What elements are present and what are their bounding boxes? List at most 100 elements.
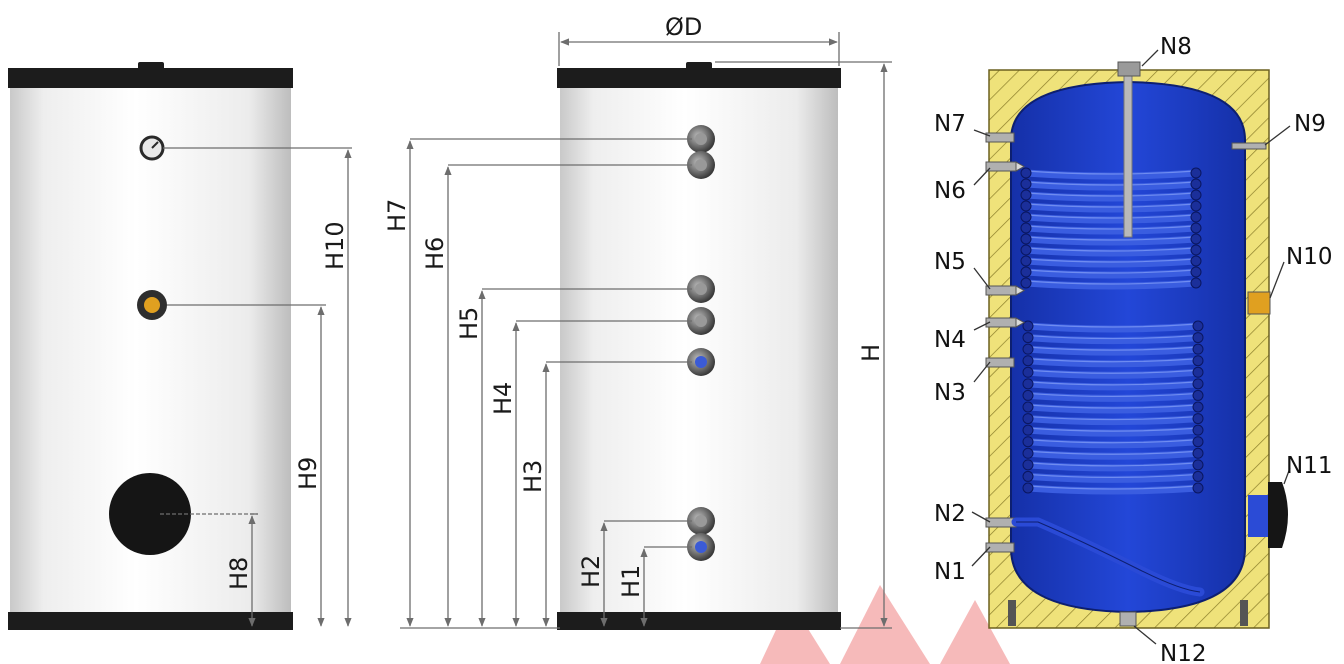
nozzle-label-n5: N5 — [934, 249, 966, 275]
dim-h5: H5 — [455, 307, 483, 340]
front-top-cap — [686, 62, 712, 70]
coil-turn — [1025, 279, 1197, 290]
coil-turn — [1025, 213, 1197, 224]
nozzle-label-n11: N11 — [1286, 453, 1332, 479]
coil-turn — [1027, 391, 1199, 402]
coil-end — [1020, 233, 1032, 245]
coil-end — [1022, 413, 1034, 425]
coil-turn — [1025, 224, 1197, 235]
coil-end — [1192, 436, 1204, 448]
upper-coil — [1020, 167, 1202, 290]
coil-turn — [1027, 438, 1199, 449]
coil-end — [1022, 332, 1034, 344]
coil-end — [1190, 189, 1202, 201]
nozzle-label-n4: N4 — [934, 327, 966, 353]
anode-rod — [1123, 71, 1133, 238]
front-view: H7 H6 H5 H4 H3 H2 H1 H ØD — [383, 13, 892, 630]
coil-end — [1190, 167, 1202, 179]
side-bottom-band — [8, 612, 293, 630]
coil-end — [1192, 470, 1204, 482]
coil-turn — [1025, 235, 1197, 246]
dim-diameter: ØD — [665, 13, 702, 41]
coil-end — [1022, 366, 1034, 378]
coil-end — [1022, 424, 1034, 436]
nozzle-label-n9: N9 — [1294, 111, 1326, 137]
nozzle-label-n7: N7 — [934, 111, 966, 137]
coil-turn — [1027, 357, 1199, 368]
coil-turn — [1027, 426, 1199, 437]
coil-turn — [1027, 345, 1199, 356]
flange-icon — [1268, 482, 1288, 548]
coil-end — [1022, 482, 1034, 494]
coil-end — [1190, 255, 1202, 267]
section-view: N7 N6 N5 N4 N3 N2 N1 N8 N9 N10 N11 N12 — [934, 34, 1332, 664]
coil-end — [1192, 343, 1204, 355]
nozzle-label-n10: N10 — [1286, 244, 1332, 270]
coil-end — [1190, 277, 1202, 289]
coil-turn — [1025, 191, 1197, 202]
coil-end — [1022, 436, 1034, 448]
side-top-cap — [138, 62, 164, 70]
side-flange-icon — [109, 473, 191, 555]
coil-turn — [1027, 484, 1199, 495]
coil-end — [1020, 277, 1032, 289]
coil-end — [1192, 401, 1204, 413]
nozzle-label-n8: N8 — [1160, 34, 1192, 60]
coil-end — [1190, 211, 1202, 223]
coil-end — [1192, 389, 1204, 401]
coil-end — [1020, 178, 1032, 190]
side-top-band — [8, 68, 293, 88]
dim-h10: H10 — [321, 221, 349, 270]
coil-end — [1020, 244, 1032, 256]
coil-end — [1022, 355, 1034, 367]
coil-end — [1020, 222, 1032, 234]
coil-end — [1020, 255, 1032, 267]
coil-turn — [1027, 380, 1199, 391]
dim-h1: H1 — [617, 565, 645, 598]
coil-end — [1190, 266, 1202, 278]
coil-end — [1192, 320, 1204, 332]
coil-end — [1192, 413, 1204, 425]
coil-end — [1190, 200, 1202, 212]
coil-end — [1190, 178, 1202, 190]
coil-turn — [1025, 246, 1197, 257]
front-top-band — [557, 68, 841, 88]
nozzle-label-n2: N2 — [934, 501, 966, 527]
coil-end — [1022, 320, 1034, 332]
coil-end — [1020, 167, 1032, 179]
connection-stubs — [985, 132, 1271, 627]
coil-end — [1190, 222, 1202, 234]
side-view: H10 H9 H8 — [8, 62, 352, 630]
coil-end — [1022, 459, 1034, 471]
coil-end — [1022, 378, 1034, 390]
coil-turn — [1027, 449, 1199, 460]
dim-h2: H2 — [577, 555, 605, 588]
nozzle-label-n6: N6 — [934, 178, 966, 204]
coil-end — [1192, 424, 1204, 436]
coil-turn — [1027, 461, 1199, 472]
dim-h8: H8 — [225, 557, 253, 590]
coil-end — [1192, 482, 1204, 494]
coil-turn — [1025, 268, 1197, 279]
coil-end — [1022, 343, 1034, 355]
coil-end — [1192, 332, 1204, 344]
coil-turn — [1025, 257, 1197, 268]
dim-h9: H9 — [294, 457, 322, 490]
coil-end — [1022, 470, 1034, 482]
front-bottom-band — [557, 612, 841, 630]
coil-turn — [1027, 334, 1199, 345]
dim-h: H — [857, 344, 885, 362]
coil-end — [1022, 389, 1034, 401]
nozzle-leaders — [971, 49, 1291, 645]
coil-end — [1022, 401, 1034, 413]
coil-end — [1190, 233, 1202, 245]
dim-h4: H4 — [489, 382, 517, 415]
coil-end — [1020, 211, 1032, 223]
nozzle-label-n1: N1 — [934, 559, 966, 585]
dim-h7: H7 — [383, 199, 411, 232]
coil-end — [1190, 244, 1202, 256]
coil-end — [1192, 366, 1204, 378]
coil-turn — [1027, 322, 1199, 333]
coil-turn — [1025, 202, 1197, 213]
